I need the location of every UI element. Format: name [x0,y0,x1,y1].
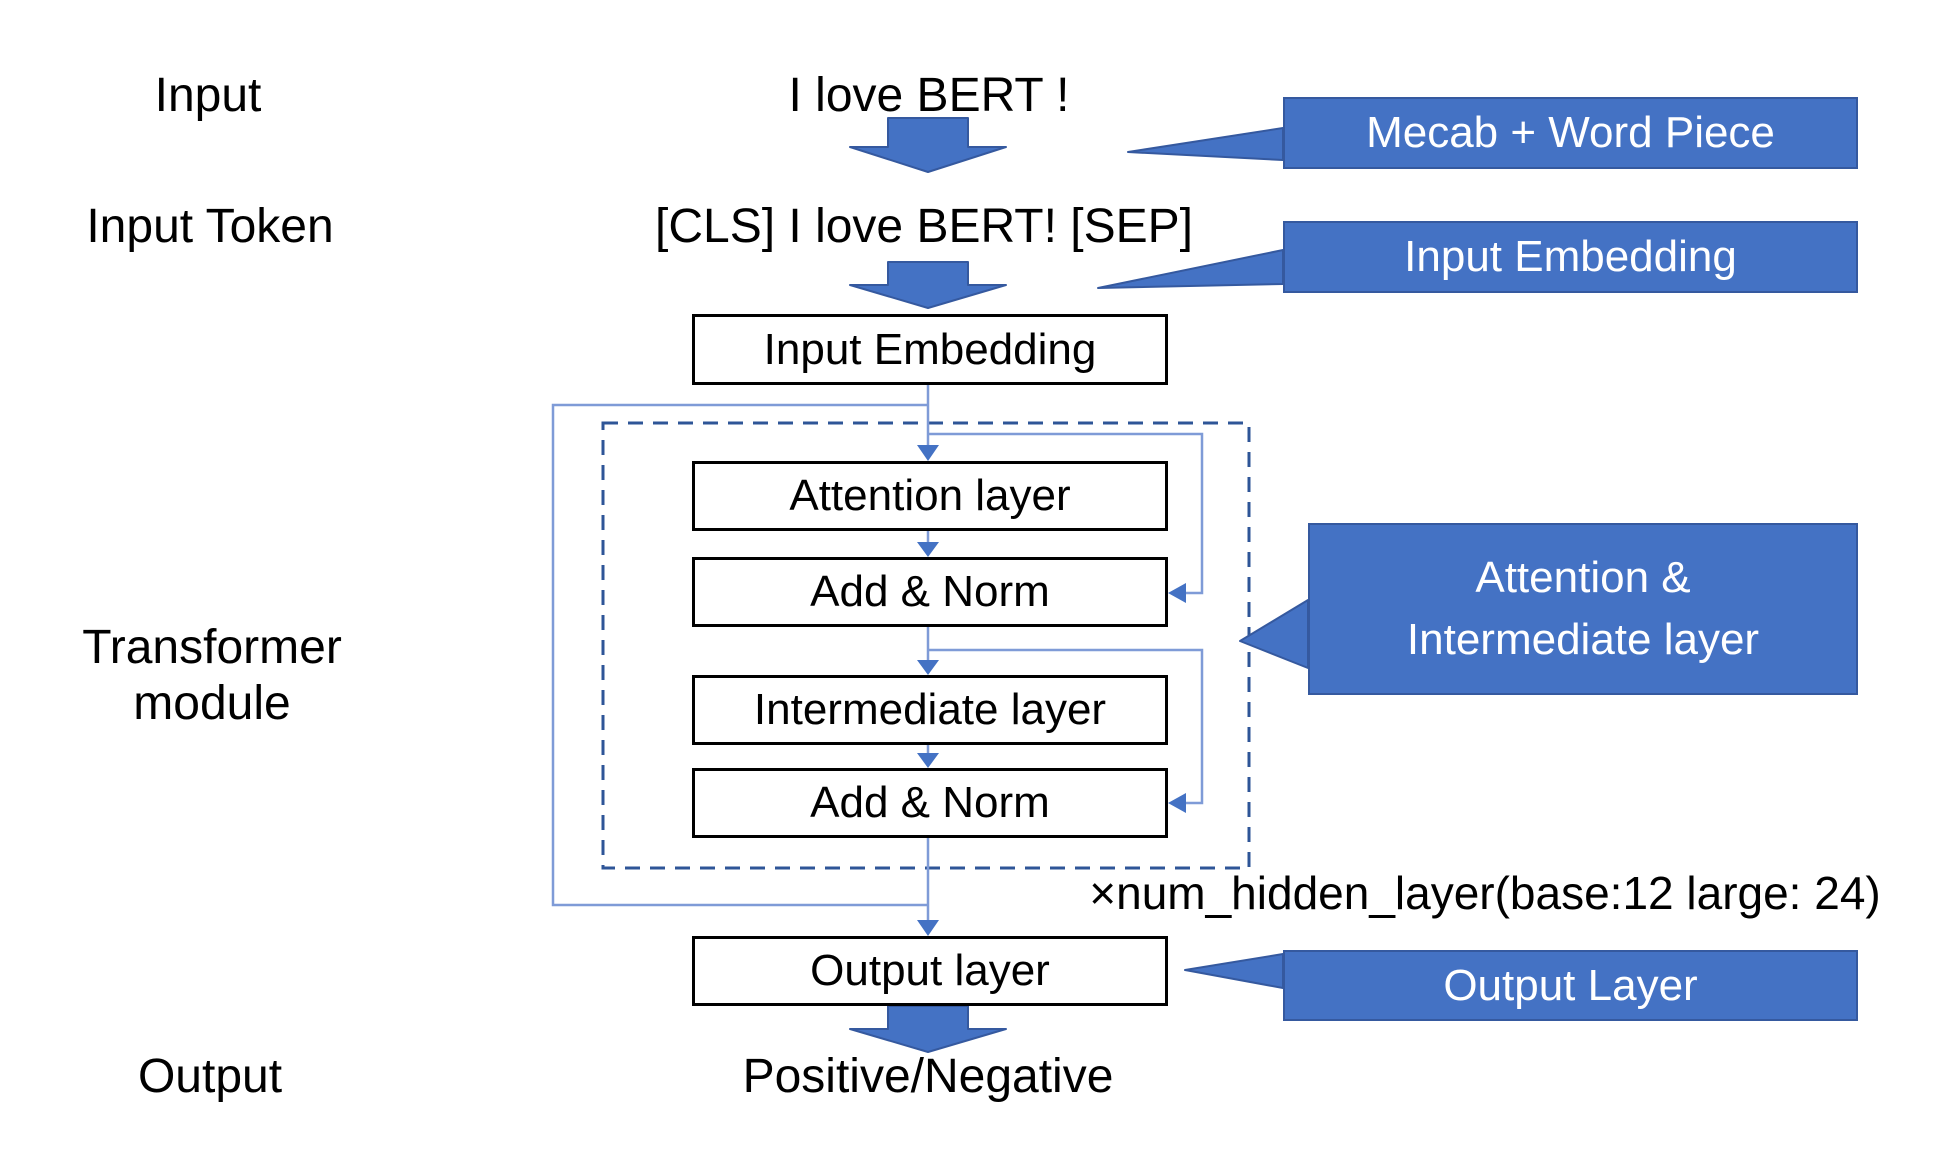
block-arrow-down-icon [849,1005,1007,1053]
add-norm-box-1: Add & Norm [692,557,1168,627]
callout-attention-intermediate: Attention & Intermediate layer [1308,523,1858,695]
arrowhead-down-icon [917,660,939,675]
arrowhead-down-icon [917,542,939,557]
callout-mecab-word-piece: Mecab + Word Piece [1283,97,1858,169]
row-label-input-token: Input Token [86,200,334,253]
arrowhead-left-icon [1168,583,1186,603]
row-label-output: Output [137,1050,283,1103]
arrowhead-left-icon [1168,793,1186,813]
loop-connector-line [551,403,928,907]
callout-output-layer: Output Layer [1283,950,1858,1021]
output-layer-box: Output layer [692,936,1168,1006]
output-result-text: Positive/Negative [742,1050,1114,1103]
block-arrow-down-icon [849,117,1007,173]
add-norm-box-2: Add & Norm [692,768,1168,838]
arrowhead-down-icon [917,920,939,936]
transformer-dashed-border [601,421,1251,870]
skip-connection-1 [928,432,1204,595]
callout-input-embedding: Input Embedding [1283,221,1858,293]
arrowhead-down-icon [917,753,939,768]
intermediate-layer-box: Intermediate layer [692,675,1168,745]
input-embedding-box: Input Embedding [692,314,1168,385]
row-label-input: Input [154,69,262,122]
repeat-count-note: ×num_hidden_layer(base:12 large: 24) [1089,867,1881,919]
arrowhead-down-icon [917,445,939,461]
callout-tail-output [1184,953,1284,989]
row-label-transformer-module: Transformer module [82,621,342,730]
attention-layer-box: Attention layer [692,461,1168,531]
callout-tail-mecab [1127,127,1284,161]
callout-attention-line2: Intermediate layer [1406,615,1760,664]
skip-connection-2 [928,648,1204,805]
callout-attention-line1: Attention & [1475,553,1691,602]
tokenized-sentence-text: [CLS] I love BERT! [SEP] [655,200,1193,253]
input-sentence-text: I love BERT ! [788,69,1070,122]
block-arrow-down-icon [849,261,1007,309]
